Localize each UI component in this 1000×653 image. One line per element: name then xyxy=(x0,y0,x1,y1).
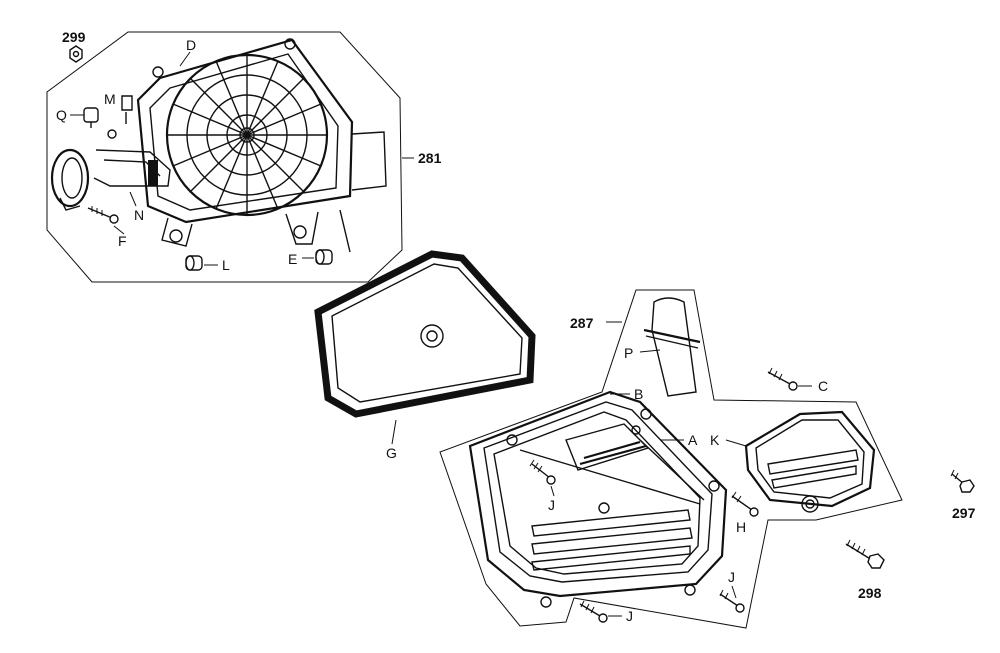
callout-p: P xyxy=(624,345,633,361)
callout-k: K xyxy=(710,432,720,448)
hose-ring-tab xyxy=(59,197,81,211)
leader-k xyxy=(725,439,747,447)
callout-a: A xyxy=(688,432,698,448)
leader-j1 xyxy=(550,485,555,497)
filter-hub xyxy=(420,324,444,348)
part-c-screw xyxy=(767,367,798,391)
cover-tab-5 xyxy=(684,584,696,596)
cover-rib-2 xyxy=(531,527,693,555)
callout-298: 298 xyxy=(858,585,882,601)
fan-housing-inner xyxy=(149,53,339,211)
assembly-281-outline xyxy=(46,31,403,283)
cover-tab-4 xyxy=(540,596,552,608)
bracket-a-arm2 xyxy=(519,449,701,505)
assembly-287-outline xyxy=(439,289,903,629)
part-p-duct xyxy=(651,297,697,397)
cover-center-hole xyxy=(598,502,610,514)
callout-e: E xyxy=(288,251,297,267)
part-l-plug xyxy=(185,255,203,271)
part-k-plate-inner xyxy=(755,419,865,499)
part-e-plug xyxy=(315,249,333,265)
part-f-screw xyxy=(87,206,119,224)
part-k-plate xyxy=(744,410,876,508)
callout-c: C xyxy=(818,378,828,394)
part-j-screw-2 xyxy=(579,600,608,623)
callout-287: 287 xyxy=(570,315,594,331)
callout-297: 297 xyxy=(952,505,976,521)
part-j-screw-1 xyxy=(529,459,556,485)
duct-clamp xyxy=(148,160,158,186)
housing-foot xyxy=(285,211,319,245)
part-m-bolt xyxy=(107,129,117,139)
housing-foot-2 xyxy=(161,217,193,247)
leader-f xyxy=(113,225,125,235)
housing-ear-top xyxy=(284,38,296,50)
cover-rib-1 xyxy=(531,509,691,537)
cover-b-inner xyxy=(483,401,713,583)
fan-guard xyxy=(165,53,329,217)
part-k-hole-inner xyxy=(805,499,815,509)
part-k-rib-1 xyxy=(767,449,859,475)
callout-f: F xyxy=(118,233,127,249)
fan-housing-shell xyxy=(136,38,354,224)
filter-hub-inner xyxy=(426,330,438,342)
callout-j2: J xyxy=(626,608,633,624)
part-h-screw xyxy=(731,491,759,517)
leader-j3 xyxy=(731,585,737,599)
hose-ring xyxy=(50,148,90,208)
leader-n xyxy=(129,191,137,207)
part-297-bolt xyxy=(950,469,975,493)
assembly-281-group xyxy=(46,31,414,283)
assembly-287-group xyxy=(439,289,903,629)
callout-b: B xyxy=(634,386,643,402)
cover-b-outer xyxy=(468,390,728,598)
housing-ear-bottom xyxy=(293,225,307,239)
cover-rib-3 xyxy=(531,545,691,571)
part-j-screw-3 xyxy=(719,589,745,613)
part-k-rib-2 xyxy=(771,465,857,489)
callout-281: 281 xyxy=(418,150,442,166)
callout-g: G xyxy=(386,445,397,461)
filter-element-g xyxy=(314,250,536,445)
callout-d: D xyxy=(186,37,196,53)
cover-b-inner2 xyxy=(493,411,701,575)
duct-pipe xyxy=(93,149,171,187)
leader-g xyxy=(391,419,397,445)
filter-outer xyxy=(314,250,536,418)
housing-ear-bottom-left xyxy=(169,229,183,243)
callout-n: N xyxy=(134,207,144,223)
bracket-a-hatch xyxy=(579,440,647,466)
part-299-nut xyxy=(69,45,83,63)
part-p-strap xyxy=(643,328,701,344)
part-p-strap-2 xyxy=(645,335,699,349)
callout-h: H xyxy=(736,519,746,535)
callout-299: 299 xyxy=(62,29,86,45)
callout-j3: J xyxy=(728,569,735,585)
leader-p xyxy=(639,349,661,353)
part-k-hole xyxy=(801,495,819,513)
filter-inner xyxy=(331,263,523,403)
bracket-a-arm xyxy=(639,439,705,501)
callout-j1: J xyxy=(548,497,555,513)
housing-stem xyxy=(339,209,351,253)
housing-side-tab xyxy=(351,131,387,191)
callout-m: M xyxy=(104,91,116,107)
housing-ear-left xyxy=(152,66,164,78)
cover-tab-3 xyxy=(708,480,720,492)
cover-tab-2 xyxy=(640,408,652,420)
part-298-bolt xyxy=(845,539,885,569)
cover-tab-1 xyxy=(506,434,518,446)
callout-q: Q xyxy=(56,107,67,123)
leader-d xyxy=(179,51,191,67)
cover-tab-6 xyxy=(631,425,641,435)
part-q-bolt xyxy=(83,107,99,128)
part-m-spring xyxy=(121,95,133,124)
callout-l: L xyxy=(222,257,230,273)
hose-ring-inner xyxy=(61,157,83,199)
